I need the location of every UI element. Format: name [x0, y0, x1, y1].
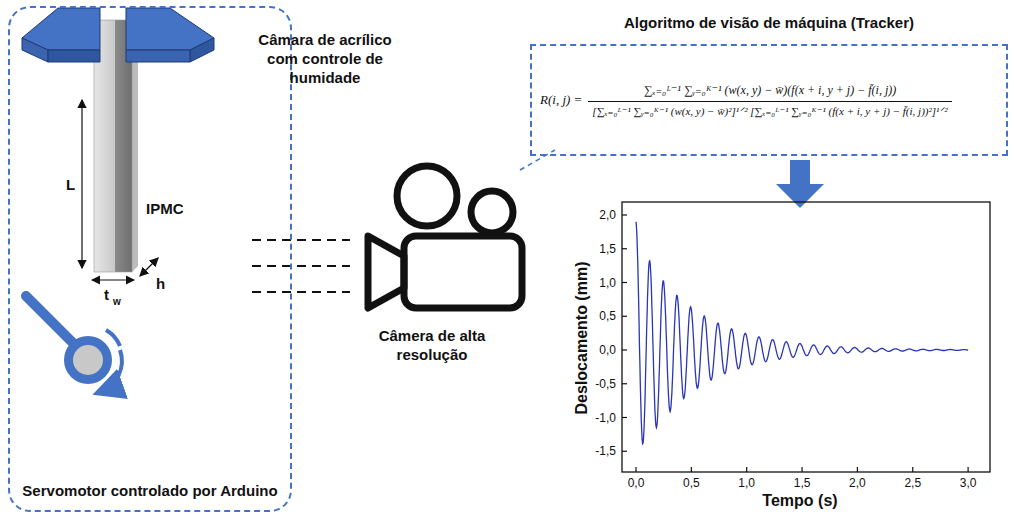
tick-mark [622, 383, 627, 384]
tick-label: 1,0 [738, 476, 755, 490]
tick-label: 0,5 [683, 476, 700, 490]
tick-mark [622, 451, 627, 452]
tick-label: 0,0 [599, 343, 616, 357]
chamber-label: Câmara de acrílico com controle de humid… [250, 30, 400, 87]
tick-label: 0,5 [599, 309, 616, 323]
tick-label: 0,0 [628, 476, 645, 490]
fraction: ∑ₓ₌₀ᴸ⁻¹ ∑ᵧ₌₀ᴷ⁻¹ (w(x, y) − w̄)(f(x + i, … [588, 83, 951, 118]
caption-text: Servomotor controlado por Arduino [20, 481, 280, 500]
tick-mark [622, 417, 627, 418]
tick-label: 2,0 [599, 208, 616, 222]
formula: R(i, j) = ∑ₓ₌₀ᴸ⁻¹ ∑ᵧ₌₀ᴷ⁻¹ (w(x, y) − w̄)(… [540, 83, 952, 118]
tick-mark [622, 316, 627, 317]
dimension-subscript: w [113, 296, 121, 307]
part-label: IPMC [146, 200, 184, 217]
tick-label: 2,5 [904, 476, 921, 490]
clamp [22, 8, 214, 62]
tick-label: -0,5 [595, 377, 616, 391]
tick-label: -1,5 [595, 444, 616, 458]
servomotor-icon [26, 296, 122, 392]
camera-icon [368, 166, 522, 308]
tick-label: 2,0 [849, 476, 866, 490]
tick-label: -1,0 [595, 411, 616, 425]
formula-denominator: [∑ₓ₌₀ᴸ⁻¹ ∑ᵧ₌₀ᴷ⁻¹ (w(x, y) − w̄)²]¹ᐟ² [∑ₓ… [588, 101, 951, 118]
tick-label: 1,5 [599, 242, 616, 256]
tick-mark [801, 467, 802, 472]
chamber-panel: Servomotor controlado por Arduino [8, 6, 292, 512]
formula-term: R(i, j) = [540, 92, 582, 108]
tick-mark [746, 467, 747, 472]
tick-mark [691, 467, 692, 472]
tick-label: 1,5 [794, 476, 811, 490]
flow-arrow [776, 160, 824, 208]
displacement-curve [636, 222, 968, 444]
tick-mark [857, 467, 858, 472]
tick-mark [635, 467, 636, 472]
dimension-label: h [156, 275, 165, 292]
camera-label: Câmera de alta resolução [352, 326, 512, 364]
axis-title: Deslocamento (mm) [573, 262, 591, 415]
plot-frame [622, 202, 990, 472]
dimension-line [92, 279, 134, 280]
dimension-label: L [66, 176, 75, 193]
tick-mark [622, 214, 627, 215]
formula-numerator: ∑ₓ₌₀ᴸ⁻¹ ∑ᵧ₌₀ᴷ⁻¹ (w(x, y) − w̄)(f(x + i, … [640, 83, 901, 101]
dimension-line [140, 258, 158, 276]
dimension-label: t [104, 286, 109, 303]
axis-title: Tempo (s) [762, 492, 837, 510]
tick-mark [622, 349, 627, 350]
link-lines [252, 240, 350, 292]
tick-label: 3,0 [960, 476, 977, 490]
dimension-line [81, 100, 82, 268]
tick-label: 1,0 [599, 276, 616, 290]
tick-mark [622, 282, 627, 283]
heading-text: Algoritmo de visão de máquina (Tracker) [532, 14, 1006, 31]
tick-mark [622, 248, 627, 249]
tick-mark [967, 467, 968, 472]
callout-line [520, 150, 555, 170]
tick-mark [912, 467, 913, 472]
